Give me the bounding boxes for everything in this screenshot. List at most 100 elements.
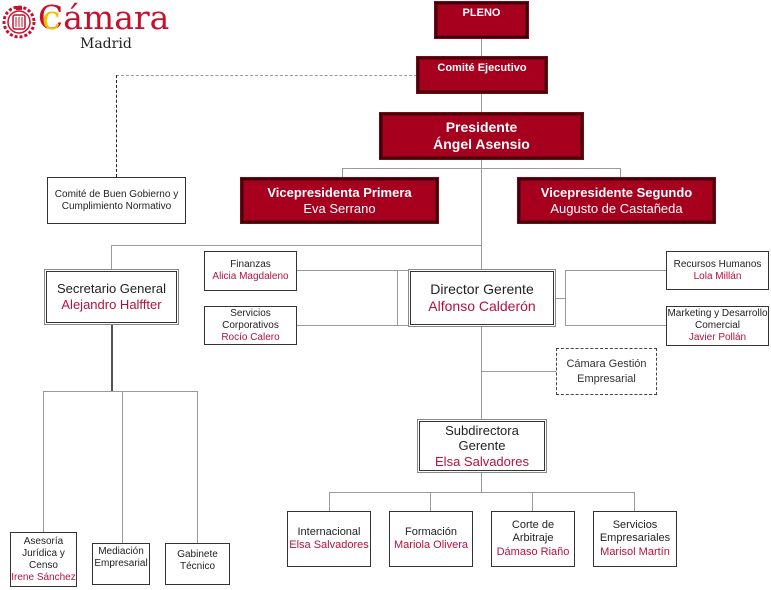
mediacion-line2: Empresarial <box>94 558 148 569</box>
presidente-name: Ángel Asensio <box>433 136 530 152</box>
finanzas-box[interactable]: Finanzas Alicia Magdaleno <box>204 251 297 291</box>
serv-emp-name: Marisol Martín <box>600 545 670 558</box>
connector <box>111 245 482 246</box>
vicepresidente-segundo-box[interactable]: Vicepresidente Segundo Augusto de Castañ… <box>517 177 716 224</box>
connector <box>565 270 566 325</box>
subdirectora-box[interactable]: Subdirectora Gerente Elsa Salvadores <box>417 419 547 473</box>
gabinete-line2: Técnico <box>179 561 215 572</box>
formacion-title: Formación <box>405 525 457 538</box>
connector <box>634 492 635 511</box>
connector <box>43 391 44 532</box>
connector <box>111 245 112 269</box>
secretario-title: Secretario General <box>56 280 167 296</box>
rrhh-name: Lola Millán <box>693 270 742 282</box>
vice1-title: Vicepresidenta Primera <box>267 184 412 200</box>
asesoria-line1: Asesoría <box>23 535 64 547</box>
pleno-box[interactable]: PLENO <box>434 1 529 39</box>
asesoria-juridica-box[interactable]: Asesoría Jurídica y Censo Irene Sánchez <box>10 532 77 587</box>
connector <box>481 327 482 419</box>
director-name: Alfonso Calderón <box>428 298 536 314</box>
formacion-box[interactable]: Formación Mariola Olivera <box>389 511 473 567</box>
mediacion-empresarial-box[interactable]: Mediación Empresarial <box>92 543 150 585</box>
logo-brand-text: Cámara <box>38 0 170 37</box>
subdirectora-line1: Subdirectora <box>445 422 519 438</box>
vice2-name: Augusto de Castañeda <box>550 200 683 216</box>
connector <box>296 270 408 271</box>
corte-arbitraje-box[interactable]: Corte de Arbitraje Dámaso Riaño <box>491 511 575 567</box>
connector <box>43 391 198 392</box>
gabinete-tecnico-box[interactable]: Gabinete Técnico <box>165 543 230 585</box>
logo-brand: c Cámara <box>38 0 170 37</box>
connector <box>565 325 666 326</box>
finanzas-name: Alicia Magdaleno <box>212 271 289 282</box>
connector <box>397 270 398 325</box>
connector <box>342 168 621 169</box>
connector <box>481 371 556 372</box>
connector <box>532 492 533 511</box>
comite-ejecutivo-title: Comité Ejecutivo <box>437 62 527 74</box>
internacional-box[interactable]: Internacional Elsa Salvadores <box>287 511 371 567</box>
asesoria-line3: Censo <box>29 559 58 571</box>
subdirectora-name: Elsa Salvadores <box>435 453 529 469</box>
gabinete-line1: Gabinete <box>177 549 218 560</box>
dashed-connector <box>116 75 417 76</box>
connector <box>329 492 635 493</box>
marketing-box[interactable]: Marketing y Desarrollo Comercial Javier … <box>666 306 769 346</box>
camara-gestion-box[interactable]: Cámara Gestión Empresarial <box>556 348 657 395</box>
camara-gestion-line2: Empresarial <box>577 372 636 385</box>
secretario-general-box[interactable]: Secretario General Alejandro Halffter <box>44 269 179 325</box>
buen-gobierno-box[interactable]: Comité de Buen Gobierno y Cumplimiento N… <box>47 177 186 224</box>
internacional-name: Elsa Salvadores <box>289 539 369 551</box>
connector <box>296 325 408 326</box>
mediacion-line1: Mediación <box>98 546 144 557</box>
finanzas-title: Finanzas <box>230 259 271 270</box>
chamber-crest-icon <box>2 5 36 39</box>
asesoria-name: Irene Sánchez <box>11 571 76 583</box>
logo-city: Madrid <box>80 36 132 52</box>
subdirectora-line2: Gerente <box>458 438 506 454</box>
marketing-name: Javier Pollán <box>688 332 747 343</box>
presidente-title: Presidente <box>445 119 518 136</box>
servicios-corporativos-box[interactable]: Servicios Corporativos Rocío Calero <box>204 306 297 345</box>
connector <box>111 325 113 391</box>
connector <box>481 159 482 269</box>
dashed-connector <box>116 75 117 177</box>
serv-emp-line1: Servicios <box>612 519 658 532</box>
presidente-box[interactable]: Presidente Ángel Asensio <box>379 112 584 160</box>
connector <box>342 168 343 178</box>
connector <box>481 473 482 492</box>
formacion-name: Mariola Olivera <box>394 539 468 551</box>
connector <box>481 93 482 113</box>
connector <box>122 391 123 543</box>
connector <box>197 391 198 543</box>
connector <box>481 38 482 56</box>
rrhh-title: Recursos Humanos <box>673 258 762 270</box>
recursos-humanos-box[interactable]: Recursos Humanos Lola Millán <box>666 251 769 290</box>
connector <box>329 492 330 511</box>
director-title: Director Gerente <box>430 280 534 297</box>
marketing-line2: Comercial <box>694 320 740 331</box>
connector <box>430 492 431 511</box>
vice1-name: Eva Serrano <box>303 200 376 216</box>
servicios-corp-name: Rocío Calero <box>221 331 280 343</box>
comite-ejecutivo-box[interactable]: Comité Ejecutivo <box>416 56 548 94</box>
connector <box>556 298 566 299</box>
connector <box>620 168 621 178</box>
corte-line1: Corte de <box>511 519 555 532</box>
servicios-corp-line2: Corporativos <box>222 319 279 331</box>
corte-name: Dámaso Riaño <box>496 545 570 558</box>
director-gerente-box[interactable]: Director Gerente Alfonso Calderón <box>408 269 556 327</box>
vicepresidenta-primera-box[interactable]: Vicepresidenta Primera Eva Serrano <box>240 177 439 224</box>
buen-gobierno-line2: Cumplimiento Normativo <box>61 200 172 212</box>
logo: c Cámara Madrid <box>2 0 169 54</box>
servicios-empresariales-box[interactable]: Servicios Empresariales Marisol Martín <box>593 511 677 567</box>
connector <box>565 270 666 271</box>
serv-emp-line2: Empresariales <box>599 532 671 545</box>
corte-line2: Arbitraje <box>512 532 554 545</box>
secretario-name: Alejandro Halffter <box>61 297 162 312</box>
buen-gobierno-line1: Comité de Buen Gobierno y <box>54 188 179 200</box>
camara-gestion-line1: Cámara Gestión <box>566 358 647 371</box>
asesoria-line2: Jurídica y <box>22 547 65 559</box>
servicios-corp-line1: Servicios <box>230 307 271 319</box>
marketing-line1: Marketing y Desarrollo <box>667 308 768 319</box>
